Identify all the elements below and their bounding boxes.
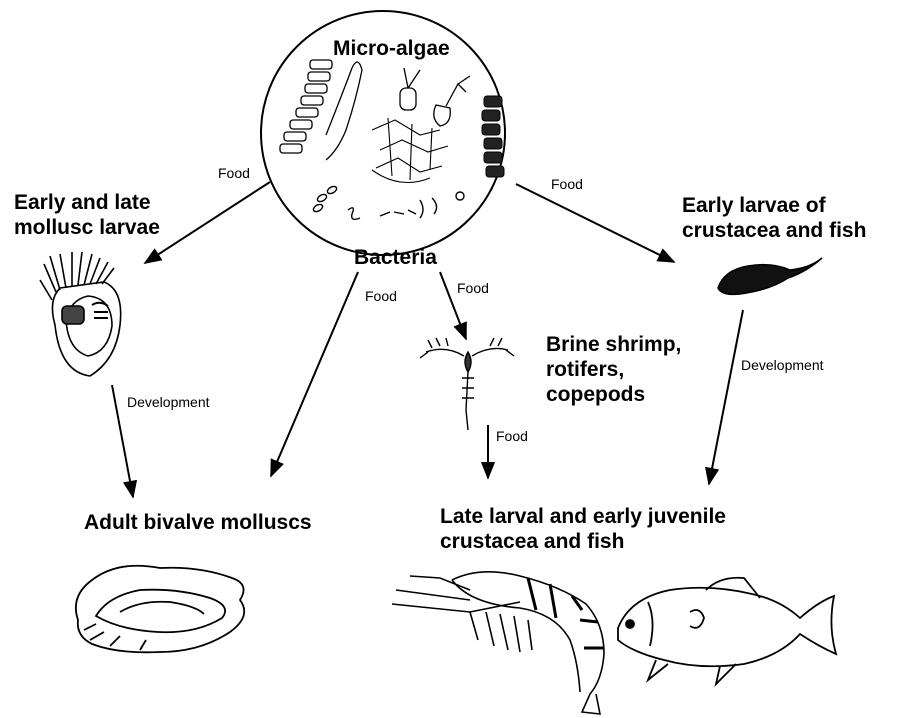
- crustacea-fish-larvae-label: Early larvae of crustacea and fish: [682, 193, 866, 243]
- arrow-development-right: [709, 310, 743, 484]
- arrow-food-right: [516, 184, 674, 262]
- bivalve-larva-icon: [40, 252, 121, 376]
- micro-algae-label: Micro-algae: [333, 36, 450, 61]
- development-label-left: Development: [127, 394, 210, 410]
- food-label-right: Food: [551, 176, 583, 192]
- brine-shrimp-icon: [420, 338, 514, 430]
- development-label-right: Development: [741, 357, 824, 373]
- arrow-food-left: [145, 182, 270, 263]
- food-label-zooplankton: Food: [496, 428, 528, 444]
- food-label-left: Food: [218, 165, 250, 181]
- zooplankton-label: Brine shrimp, rotifers, copepods: [546, 332, 681, 407]
- mollusc-larvae-label: Early and late mollusc larvae: [14, 190, 160, 240]
- oyster-icon: [76, 566, 244, 653]
- arrow-food-center-left: [271, 272, 358, 476]
- bacteria-label: Bacteria: [354, 245, 437, 270]
- food-label-center-left: Food: [365, 288, 397, 304]
- adult-bivalves-label: Adult bivalve molluscs: [84, 510, 312, 535]
- shrimp-icon: [392, 572, 604, 714]
- fish-larva-icon: [718, 258, 822, 294]
- fish-icon: [618, 578, 836, 684]
- food-label-center: Food: [457, 280, 489, 296]
- late-larval-label: Late larval and early juvenile crustacea…: [440, 504, 726, 554]
